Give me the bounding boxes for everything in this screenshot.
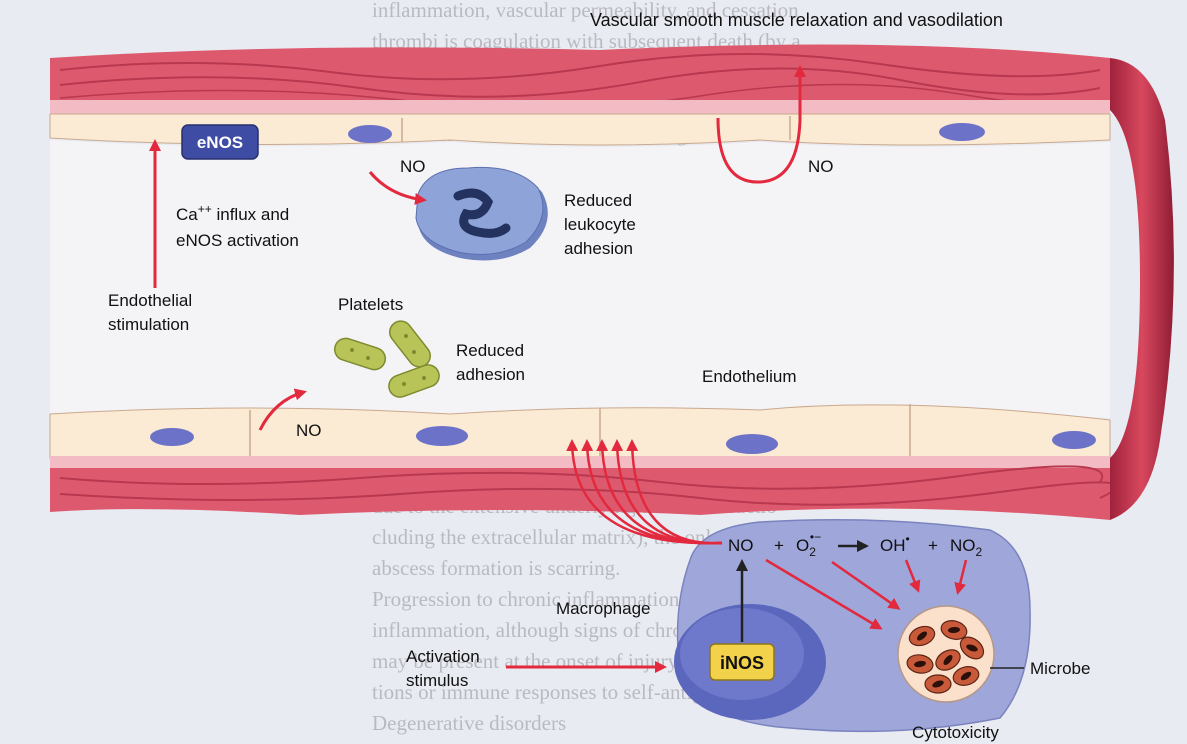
- label-macrophage: Macrophage: [556, 599, 651, 618]
- label-activation: Activation: [406, 647, 480, 666]
- label-reduced-leukocyte-3: adhesion: [564, 239, 633, 258]
- leukocyte: [416, 167, 548, 260]
- eq-no: NO: [728, 536, 754, 555]
- vessel-lumen: [50, 140, 1110, 418]
- inos-box: iNOS: [710, 644, 774, 680]
- label-reduced-leukocyte-1: Reduced: [564, 191, 632, 210]
- label-stimulus: stimulus: [406, 671, 468, 690]
- eq-hydroxyl: OH•: [880, 532, 910, 555]
- microbe-cluster: [898, 606, 994, 702]
- label-endothelium: Endothelium: [702, 367, 797, 386]
- vessel-end-cap: [1110, 58, 1174, 520]
- label-no-smooth-muscle: NO: [808, 157, 834, 176]
- eq-plus-1: +: [774, 536, 784, 555]
- inos-label: iNOS: [720, 653, 764, 673]
- label-enos-activation: eNOS activation: [176, 231, 299, 250]
- label-stimulation: stimulation: [108, 315, 189, 334]
- label-ca-influx: Ca++ influx and: [176, 202, 289, 224]
- enos-box: eNOS: [182, 125, 258, 159]
- label-reduced-adhesion-1: Reduced: [456, 341, 524, 360]
- label-platelets: Platelets: [338, 295, 403, 314]
- label-reduced-leukocyte-2: leukocyte: [564, 215, 636, 234]
- enos-label: eNOS: [197, 133, 243, 152]
- eq-plus-2: +: [928, 536, 938, 555]
- label-cytotoxicity: Cytotoxicity: [912, 723, 999, 742]
- label-vasodilation: Vascular smooth muscle relaxation and va…: [590, 10, 1003, 30]
- label-reduced-adhesion-2: adhesion: [456, 365, 525, 384]
- label-endothelial: Endothelial: [108, 291, 192, 310]
- label-microbe: Microbe: [1030, 659, 1090, 678]
- label-no-platelets: NO: [296, 421, 322, 440]
- vessel-bottom-wall: [50, 404, 1116, 520]
- label-no-leukocyte: NO: [400, 157, 426, 176]
